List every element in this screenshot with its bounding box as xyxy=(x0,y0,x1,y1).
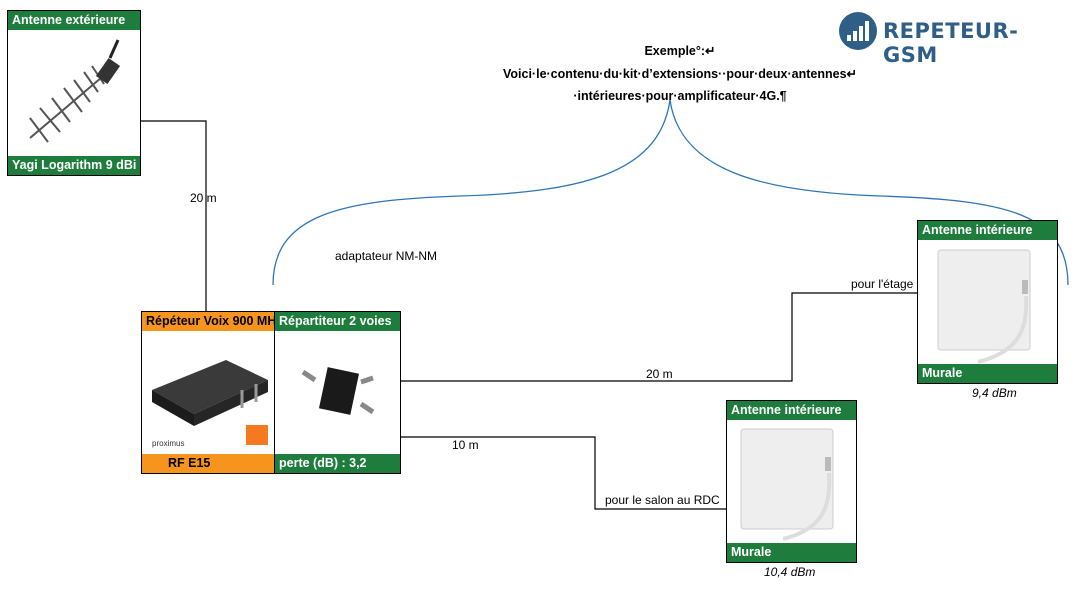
splitter-loss: perte (dB) : 3,2 xyxy=(275,454,400,473)
upper-antenna-location: pour l'étage xyxy=(851,277,914,291)
logo: REPETEUR-GSM xyxy=(838,10,1068,67)
upper-cable-length: 20 m xyxy=(646,367,673,381)
repeater-model: RF E15 xyxy=(142,454,274,473)
outdoor-cable-length: 20 m xyxy=(190,191,217,205)
lower-antenna-location: pour le salon au RDC xyxy=(605,493,720,507)
logo-text: REPETEUR-GSM xyxy=(883,19,1019,67)
upper-cable xyxy=(400,292,918,382)
indoor-antenna-1-power: 9,4 dBm xyxy=(972,386,1017,400)
adapter-label: adaptateur NM-NM xyxy=(335,249,438,263)
panel-antenna-icon xyxy=(937,249,1031,364)
indoor-antenna-1-card: Antenne intérieure Murale xyxy=(917,220,1058,384)
kit-bracket xyxy=(272,99,1069,286)
repeater-title: Répéteur Voix 900 MH xyxy=(142,312,274,331)
outdoor-cable xyxy=(141,120,207,312)
panel-antenna-icon xyxy=(740,428,834,541)
lower-cable xyxy=(400,436,726,510)
lower-cable-length: 10 m xyxy=(452,438,479,452)
indoor-antenna-2-card: Antenne intérieure Murale xyxy=(726,400,857,563)
indoor-antenna-1-type: Murale xyxy=(918,364,1057,383)
title-line-3: ·intérieures·pour·amplificateur·4G.¶ xyxy=(573,89,787,103)
title-line-1: Exemple°:↵ xyxy=(644,44,716,58)
repeater-device-icon xyxy=(152,332,268,445)
splitter-card: Répartiteur 2 voies perte (dB) : 3,2 xyxy=(274,311,401,474)
kit-title: Exemple°:↵ Voici·le·contenu·du·kit·d’ext… xyxy=(300,43,1060,113)
splitter-device-icon xyxy=(301,367,375,415)
indoor-antenna-2-title: Antenne intérieure xyxy=(727,401,856,420)
indoor-antenna-2-power: 10,4 dBm xyxy=(764,565,816,579)
outdoor-antenna-card: Antenne extérieure Yagi Logarithm 9 dBi xyxy=(7,10,141,176)
outdoor-antenna-title: Antenne extérieure xyxy=(8,11,140,30)
indoor-antenna-1-title: Antenne intérieure xyxy=(918,221,1057,240)
splitter-title: Répartiteur 2 voies xyxy=(275,312,400,331)
yagi-antenna-icon xyxy=(29,39,121,143)
signal-bars-icon xyxy=(839,12,877,50)
repeater-card: Répéteur Voix 900 MH proximus RF E15 xyxy=(141,311,275,474)
title-line-2: Voici·le·contenu·du·kit·d’extensions··po… xyxy=(502,67,857,81)
repeater-brand-text: proximus xyxy=(152,439,185,448)
outdoor-antenna-model: Yagi Logarithm 9 dBi xyxy=(8,156,140,175)
indoor-antenna-2-type: Murale xyxy=(727,543,856,562)
